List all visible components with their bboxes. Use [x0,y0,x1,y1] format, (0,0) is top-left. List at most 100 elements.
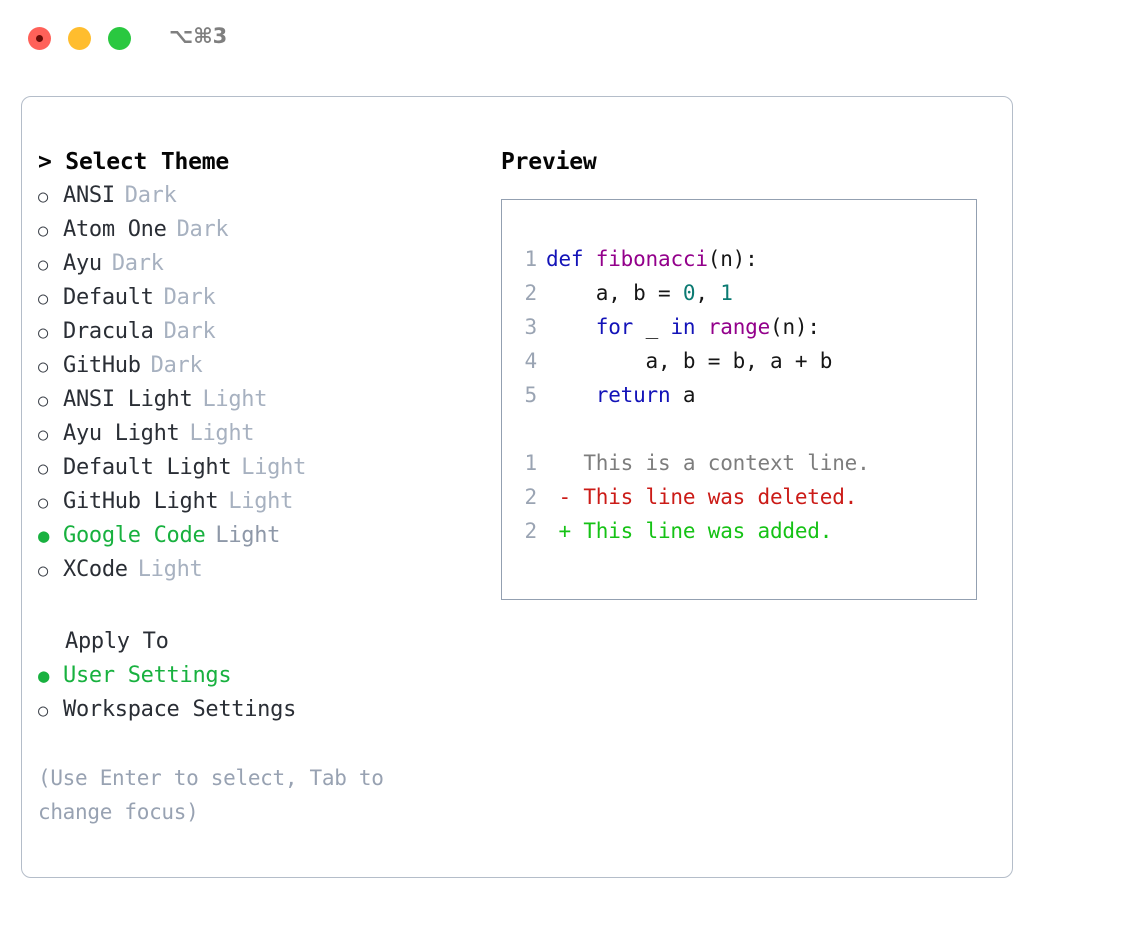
code-text: def fibonacci(n): [546,242,976,276]
radio-selected-icon[interactable]: ● [38,665,50,687]
code-token: fibonacci [595,247,708,271]
code-line: 4 a, b = b, a + b [502,344,976,378]
line-number: 1 [524,451,538,475]
theme-option-ayu[interactable]: ○ Ayu Dark [38,247,478,281]
code-token: a [670,383,696,407]
code-line: 3 for _ in range(n): [502,310,976,344]
theme-variant-badge: Dark [111,251,164,276]
theme-option-label: GitHub [63,353,141,378]
code-token: 0 [682,281,696,305]
keyboard-hint-text: (Use Enter to select, Tab to change focu… [38,766,384,824]
radio-unselected-icon[interactable]: ○ [38,459,49,479]
apply-to-section: Apply To ● User Settings ○ Workspace Settin… [38,625,478,727]
theme-variant-badge: Dark [176,217,229,242]
radio-unselected-icon[interactable]: ○ [38,187,49,207]
theme-option-label: Ayu [63,251,102,276]
maximize-window-button[interactable] [108,27,131,50]
diff-line: 1 This is a context line. [502,446,976,480]
theme-variant-badge: Dark [163,319,216,344]
radio-unselected-icon[interactable]: ○ [38,701,49,721]
diff-text: - This line was deleted. [546,485,858,509]
theme-option-label: Google Code [63,523,206,548]
code-token [546,383,596,407]
theme-option-label: ANSI [63,183,115,208]
apply-to-option-workspace-settings[interactable]: ○ Workspace Settings [38,693,478,727]
theme-option-default[interactable]: ○ Default Dark [38,281,478,315]
apply-to-option-label: Workspace Settings [63,697,297,722]
code-text: a, b = 0, 1 [546,276,976,310]
line-number: 3 [524,315,538,339]
radio-unselected-icon[interactable]: ○ [38,289,49,309]
code-token: , [695,281,721,305]
code-text: a, b = b, a + b [546,344,976,378]
radio-unselected-icon[interactable]: ○ [38,323,49,343]
code-token: for [595,315,634,339]
theme-option-ansi-light[interactable]: ○ ANSI Light Light [38,383,478,417]
code-text: return a [546,378,976,412]
code-token [546,315,596,339]
code-token: a, b = [546,281,683,305]
preview-heading: Preview [501,149,597,175]
apply-to-option-user-settings[interactable]: ● User Settings [38,659,478,693]
line-number: 2 [524,485,538,509]
code-token: return [595,383,671,407]
theme-option-label: Atom One [63,217,167,242]
theme-variant-badge: Light [241,455,307,480]
theme-option-ansi[interactable]: ○ ANSI Dark [38,179,478,213]
code-token: _ [633,315,671,339]
apply-to-list[interactable]: ● User Settings ○ Workspace Settings [38,659,478,727]
line-number: 5 [524,383,538,407]
code-token: in [670,315,696,339]
radio-unselected-icon[interactable]: ○ [38,425,49,445]
theme-variant-badge: Light [202,387,268,412]
theme-option-atom-one[interactable]: ○ Atom One Dark [38,213,478,247]
diff-text: + This line was added. [546,519,833,543]
theme-option-label: Default [63,285,154,310]
line-number: 2 [524,519,538,543]
theme-option-label: Ayu Light [63,421,180,446]
apply-to-heading: Apply To [65,629,169,654]
theme-variant-badge: Light [137,557,203,582]
diff-text: This is a context line. [546,451,870,475]
radio-unselected-icon[interactable]: ○ [38,493,49,513]
radio-unselected-icon[interactable]: ○ [38,255,49,275]
theme-variant-badge: Dark [124,183,177,208]
theme-option-label: ANSI Light [63,387,193,412]
code-token: def [546,247,596,271]
theme-variant-badge: Light [189,421,255,446]
diff-sample: 1 This is a context line. 2 - This line w… [502,446,976,548]
line-number: 4 [524,349,538,373]
radio-unselected-icon[interactable]: ○ [38,561,49,581]
theme-option-label: Default Light [63,455,232,480]
theme-variant-badge: Light [228,489,294,514]
apply-to-option-label: User Settings [63,663,232,688]
line-number: 2 [524,281,538,305]
radio-unselected-icon[interactable]: ○ [38,357,49,377]
preview-spacer [502,412,976,446]
theme-option-ayu-light[interactable]: ○ Ayu Light Light [38,417,478,451]
code-token: range [707,315,771,339]
code-token: (n): [707,247,758,271]
theme-variant-badge: Dark [163,285,216,310]
keyboard-shortcut-label: ⌥⌘3 [169,24,228,48]
radio-selected-icon[interactable]: ● [38,525,50,547]
theme-option-default-light[interactable]: ○ Default Light Light [38,451,478,485]
radio-unselected-icon[interactable]: ○ [38,391,49,411]
code-text: for _ in range(n): [546,310,976,344]
code-token: (n): [770,315,820,339]
code-line: 2 a, b = 0, 1 [502,276,976,310]
close-window-button[interactable] [28,27,51,50]
diff-line: 2 + This line was added. [502,514,976,548]
minimize-window-button[interactable] [68,27,91,50]
radio-unselected-icon[interactable]: ○ [38,221,49,241]
